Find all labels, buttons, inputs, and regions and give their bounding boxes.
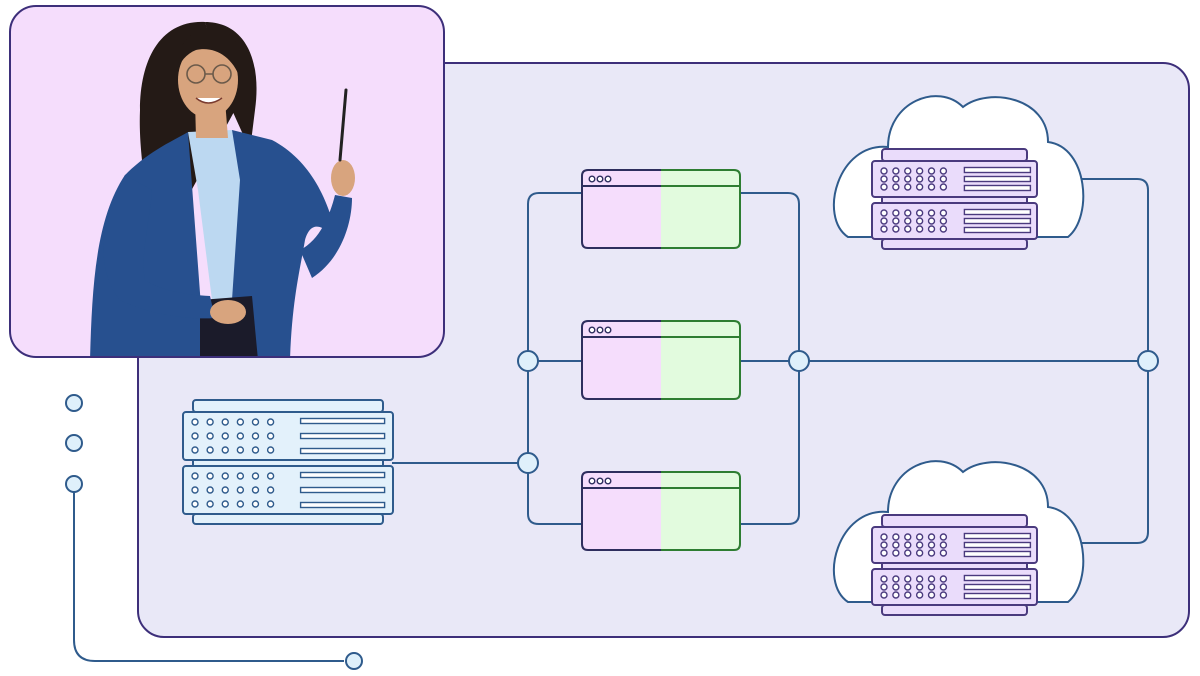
side-dots bbox=[65, 394, 363, 670]
app-window-middle-icon bbox=[581, 320, 741, 400]
junction-nodes bbox=[517, 350, 1159, 474]
junction-node-middle bbox=[788, 350, 810, 372]
side-dot-2 bbox=[65, 434, 83, 452]
app-window-top-icon bbox=[581, 169, 741, 249]
junction-node-left-top bbox=[517, 350, 539, 372]
local-server-rack-icon bbox=[182, 399, 394, 525]
side-connector-end-dot bbox=[345, 652, 363, 670]
app-windows bbox=[581, 169, 741, 551]
woman-presenter-with-pointer-icon bbox=[90, 21, 355, 357]
cloud-server-top-icon bbox=[832, 95, 1085, 250]
app-window-bottom-icon bbox=[581, 471, 741, 551]
presenter-photo-card bbox=[9, 5, 445, 358]
junction-node-left-bottom bbox=[517, 452, 539, 474]
junction-node-right bbox=[1137, 350, 1159, 372]
side-connector-line bbox=[73, 484, 344, 662]
side-dot-3 bbox=[65, 475, 83, 493]
side-dot-1 bbox=[65, 394, 83, 412]
cloud-server-bottom-icon bbox=[832, 460, 1085, 616]
